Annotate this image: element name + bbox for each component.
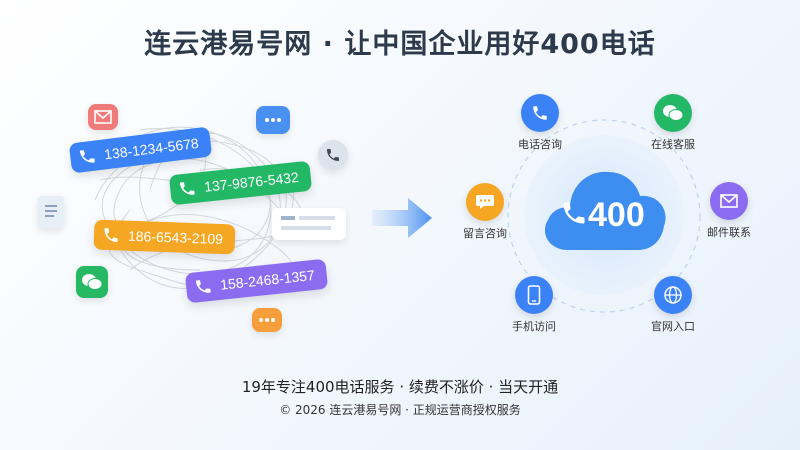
phone-icon [318, 140, 348, 170]
phone-icon [195, 280, 211, 293]
service-label: 在线客服 [651, 138, 695, 151]
tagline: 19年专注400电话服务 · 续费不涨价 · 当天开通 [241, 378, 559, 396]
phone-icon [563, 202, 585, 224]
service-message[interactable]: 留言咨询 [440, 183, 530, 241]
phone-icon [179, 182, 195, 195]
phone-number-tag: 186-6543-2109 [93, 219, 236, 255]
cloud-shape [544, 171, 666, 250]
service-mobile[interactable]: 手机访问 [489, 276, 579, 334]
service-email[interactable]: 邮件联系 [684, 182, 774, 240]
phone-number-tag: 137-9876-5432 [168, 160, 313, 206]
chat-bubble-icon [252, 308, 282, 332]
phone-icon [104, 228, 118, 243]
service-label: 留言咨询 [463, 227, 507, 240]
document-icon [38, 196, 64, 228]
arrow-right-icon [372, 198, 432, 238]
copyright: © 2026 连云港易号网 · 正规运营商授权服务 [279, 403, 521, 417]
phone-number-text: 137-9876-5432 [203, 168, 300, 195]
orbit-ring [507, 119, 701, 313]
mobile-icon [515, 276, 553, 314]
chat-bubble-icon [256, 106, 290, 134]
mail-icon [710, 182, 748, 220]
message-icon [466, 183, 504, 221]
service-phone-consult[interactable]: 电话咨询 [495, 94, 585, 152]
mail-icon [88, 104, 118, 130]
hub-number: 400 [588, 196, 645, 234]
page-title: 连云港易号网 · 让中国企业用好400电话 [144, 29, 656, 60]
service-label: 电话咨询 [518, 138, 562, 151]
service-label: 邮件联系 [707, 226, 751, 239]
globe-icon [654, 276, 692, 314]
phone-icon [79, 150, 95, 163]
service-label: 手机访问 [512, 320, 556, 333]
service-website[interactable]: 官网入口 [628, 276, 718, 334]
phone-number-tag: 138-1234-5678 [68, 126, 213, 174]
phone-number-text: 158-2468-1357 [219, 266, 316, 293]
phone-icon [521, 94, 559, 132]
phone-number-text: 138-1234-5678 [103, 134, 200, 163]
service-online-support[interactable]: 在线客服 [628, 94, 718, 152]
service-label: 官网入口 [651, 320, 695, 333]
wechat-icon [76, 266, 108, 298]
phone-number-tag: 158-2468-1357 [184, 258, 329, 304]
message-card-icon [272, 208, 346, 240]
wechat-icon [654, 94, 692, 132]
phone-number-text: 186-6543-2109 [127, 227, 224, 248]
